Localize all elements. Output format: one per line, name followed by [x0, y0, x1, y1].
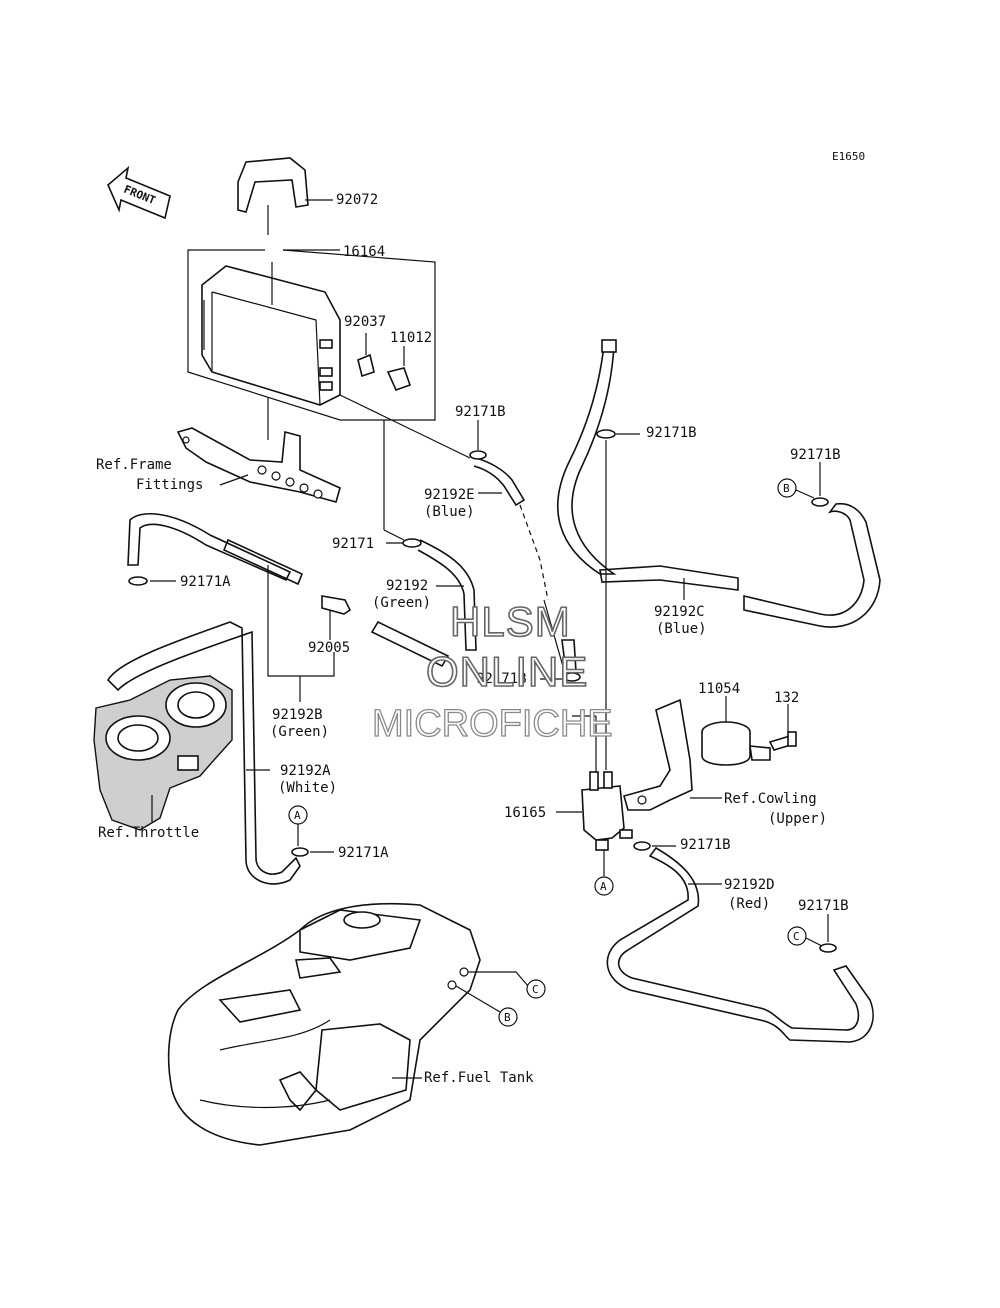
- connector-c-right: [787, 926, 807, 946]
- ref-cowling-line1: Ref.Cowling: [724, 791, 817, 807]
- connector-b-right: [777, 478, 797, 498]
- canister-16164: [201, 265, 341, 406]
- watermark-line1: HLSM: [450, 598, 571, 645]
- frame-bracket: [176, 427, 341, 503]
- label-132: 132: [774, 690, 799, 706]
- label-92192C-color: (Blue): [656, 621, 707, 637]
- band-11054: [701, 721, 771, 766]
- label-92171B-3: 92171B: [790, 447, 841, 463]
- filter-16165: [581, 771, 633, 851]
- ref-frame-line2: Fittings: [136, 477, 203, 493]
- label-92192: 92192: [386, 578, 428, 594]
- clip-92171B-6: [819, 943, 837, 953]
- joint-92005: [321, 595, 352, 615]
- label-11012: 11012: [390, 330, 432, 346]
- label-92171B-5: 92171B: [680, 837, 731, 853]
- watermark: HLSM ONLINE MICROFICHE: [371, 597, 613, 745]
- diagram-code: E1650: [832, 150, 865, 163]
- connector-b-tank: [498, 1007, 518, 1027]
- label-92192A-color: (White): [278, 780, 337, 796]
- ref-throttle: Ref.Throttle: [98, 825, 199, 841]
- clip-92171A-1: [128, 576, 148, 586]
- label-92192D: 92192D: [724, 877, 775, 893]
- throttle-body: [93, 675, 233, 831]
- label-92171B-4: 92171B: [476, 671, 527, 687]
- ref-cowling-line2: (Upper): [768, 811, 827, 827]
- clip-92171B-2: [596, 429, 616, 439]
- connector-a-left-label: A: [294, 809, 301, 822]
- label-92037: 92037: [344, 314, 386, 330]
- connector-b-right-label: B: [783, 482, 790, 495]
- ref-fuel-tank: Ref.Fuel Tank: [424, 1070, 534, 1086]
- connector-a-right-label: A: [600, 880, 607, 893]
- clip-92171: [402, 538, 422, 548]
- label-92192-color: (Green): [372, 595, 431, 611]
- clip-92171B-5: [633, 841, 651, 851]
- cap-11012: [386, 367, 412, 392]
- label-92171B-2: 92171B: [646, 425, 697, 441]
- label-92192C: 92192C: [654, 604, 705, 620]
- clip-92171B-3: [811, 497, 829, 507]
- label-92171A-1: 92171A: [180, 574, 231, 590]
- bolt-132: [768, 731, 797, 751]
- label-92171B-6: 92171B: [798, 898, 849, 914]
- clip-92037: [357, 353, 375, 378]
- label-92171: 92171: [332, 536, 374, 552]
- label-92171A-2: 92171A: [338, 845, 389, 861]
- watermark-line3: MICROFICHE: [372, 703, 613, 745]
- clip-92171A-2: [291, 847, 309, 857]
- label-92192E: 92192E: [424, 487, 475, 503]
- connector-c-tank-label: C: [532, 983, 539, 996]
- label-92192B-color: (Green): [270, 724, 329, 740]
- label-92192E-color: (Blue): [424, 504, 475, 520]
- clip-92171B-1: [469, 450, 487, 460]
- connector-b-tank-label: B: [504, 1011, 511, 1024]
- bracket-92072: [237, 157, 309, 213]
- label-92192A: 92192A: [280, 763, 331, 779]
- ref-frame-line1: Ref.Frame: [96, 457, 172, 473]
- label-92072: 92072: [336, 192, 378, 208]
- label-16164: 16164: [343, 244, 385, 260]
- connector-c-tank: [526, 979, 546, 999]
- label-92005: 92005: [308, 640, 350, 656]
- clip-92171B-4: [563, 672, 581, 682]
- label-16165: 16165: [504, 805, 546, 821]
- connector-a-right: [594, 876, 614, 896]
- label-92192B: 92192B: [272, 707, 323, 723]
- label-11054: 11054: [698, 681, 740, 697]
- cowling-bracket: [623, 698, 693, 811]
- label-92192D-color: (Red): [728, 896, 770, 912]
- fuel-tank: [167, 902, 481, 1146]
- label-92171B-1: 92171B: [455, 404, 506, 420]
- front-arrow-icon: FRONT: [107, 165, 171, 220]
- connector-c-right-label: C: [793, 930, 800, 943]
- watermark-line2: ONLINE: [426, 648, 588, 695]
